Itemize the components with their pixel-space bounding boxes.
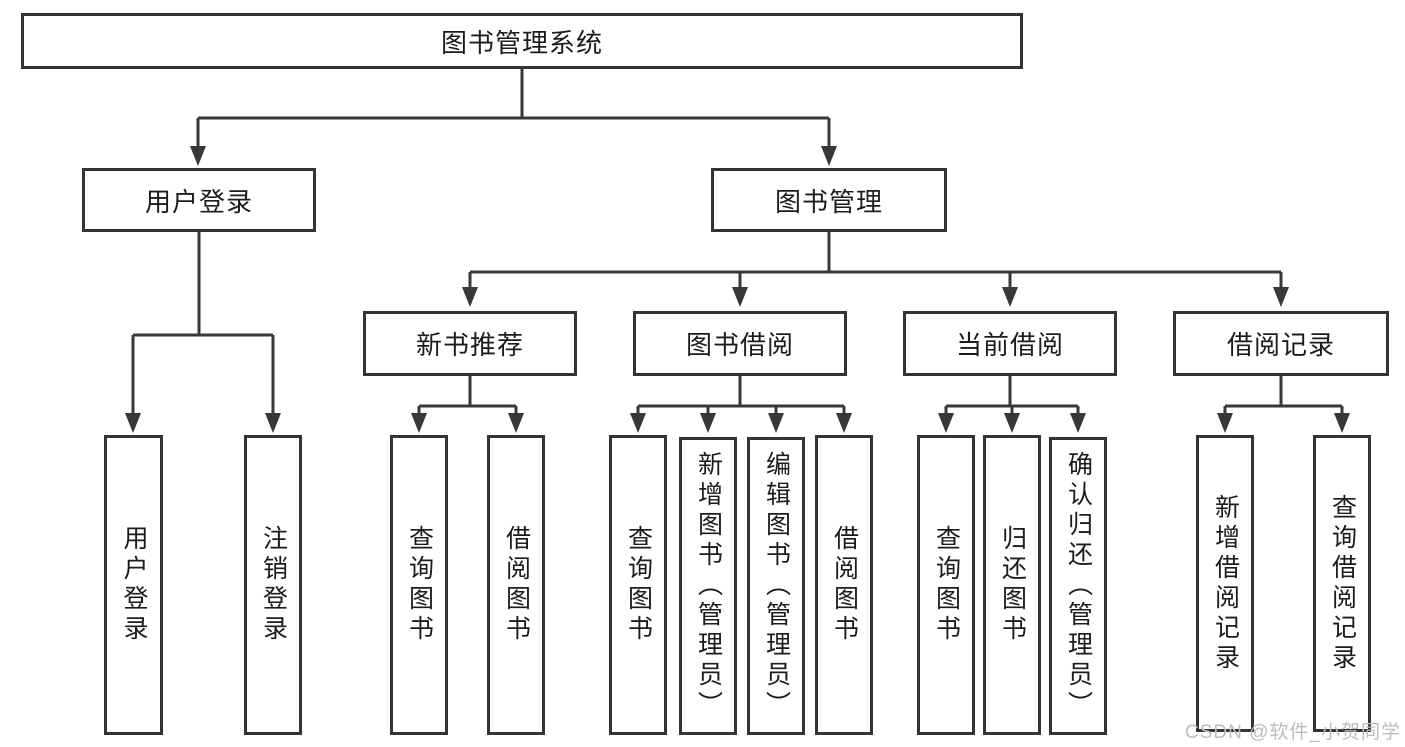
arrow-down-icon xyxy=(836,413,852,433)
arrow-down-icon xyxy=(700,413,716,433)
leaf-confirm-return-admin: 确认归还（管理员） xyxy=(1049,437,1107,735)
leaf-logout: 注销登录 xyxy=(244,435,302,735)
arrow-down-icon xyxy=(1002,287,1018,307)
leaf-label: 用户登录 xyxy=(120,525,148,645)
leaf-add-borrow-record: 新增借阅记录 xyxy=(1196,435,1254,732)
arrow-down-icon xyxy=(190,146,206,166)
leaf-label: 归还图书 xyxy=(998,525,1027,645)
leaf-return-books: 归还图书 xyxy=(983,435,1041,735)
leaf-label: 借阅图书 xyxy=(502,525,531,645)
leaf-edit-books-admin: 编辑图书（管理员） xyxy=(747,437,805,735)
arrow-down-icon xyxy=(1004,413,1020,433)
node-label: 用户登录 xyxy=(144,186,253,217)
leaf-label: 编辑图书（管理员） xyxy=(762,451,791,721)
node-label: 当前借阅 xyxy=(955,330,1064,360)
arrow-down-icon xyxy=(1217,413,1233,433)
leaf-add-books-admin: 新增图书（管理员） xyxy=(679,437,737,735)
arrow-down-icon xyxy=(265,413,281,433)
csdn-watermark: CSDN @软件_小贺同学 xyxy=(1185,722,1401,743)
leaf-label: 查询图书 xyxy=(624,525,653,645)
node-current-borrowing: 当前借阅 xyxy=(903,311,1117,376)
node-label: 图书管理系统 xyxy=(440,27,603,58)
arrow-down-icon xyxy=(1273,287,1289,307)
leaf-label: 确认归还（管理员） xyxy=(1064,451,1093,721)
node-library-management-system: 图书管理系统 xyxy=(21,13,1023,69)
arrow-down-icon xyxy=(938,413,954,433)
node-label: 图书管理 xyxy=(774,186,883,217)
leaf-user-login: 用户登录 xyxy=(104,435,163,735)
arrow-down-icon xyxy=(821,146,837,166)
leaf-label: 借阅图书 xyxy=(830,525,859,645)
leaf-label: 查询借阅记录 xyxy=(1328,493,1357,674)
arrowheads xyxy=(125,146,1350,433)
leaf-query-books-current: 查询图书 xyxy=(917,435,975,735)
arrow-down-icon xyxy=(630,413,646,433)
arrow-down-icon xyxy=(125,413,141,433)
arrow-down-icon xyxy=(508,413,524,433)
arrow-down-icon xyxy=(1334,413,1350,433)
leaf-borrow-books-recommend: 借阅图书 xyxy=(487,435,545,735)
node-book-management: 图书管理 xyxy=(711,168,947,232)
node-label: 新书推荐 xyxy=(415,330,524,360)
leaf-query-borrow-record: 查询借阅记录 xyxy=(1313,435,1371,732)
leaf-query-books-borrowing: 查询图书 xyxy=(609,435,667,735)
leaf-label: 查询图书 xyxy=(405,525,434,645)
leaf-query-books-recommend: 查询图书 xyxy=(390,435,448,735)
leaf-label: 注销登录 xyxy=(259,525,288,645)
leaf-borrow-books: 借阅图书 xyxy=(815,435,873,735)
arrow-down-icon xyxy=(768,413,784,433)
node-label: 借阅记录 xyxy=(1226,330,1335,360)
leaf-label: 新增借阅记录 xyxy=(1211,493,1240,674)
node-user-login: 用户登录 xyxy=(82,168,316,232)
leaf-label: 新增图书（管理员） xyxy=(694,451,723,721)
node-new-book-recommendation: 新书推荐 xyxy=(363,311,577,376)
arrow-down-icon xyxy=(732,287,748,307)
arrow-down-icon xyxy=(1070,413,1086,433)
arrow-down-icon xyxy=(462,287,478,307)
leaf-label: 查询图书 xyxy=(932,525,961,645)
node-borrowing-records: 借阅记录 xyxy=(1173,311,1389,376)
node-label: 图书借阅 xyxy=(685,330,794,360)
arrow-down-icon xyxy=(411,413,427,433)
node-book-borrowing: 图书借阅 xyxy=(633,311,847,376)
